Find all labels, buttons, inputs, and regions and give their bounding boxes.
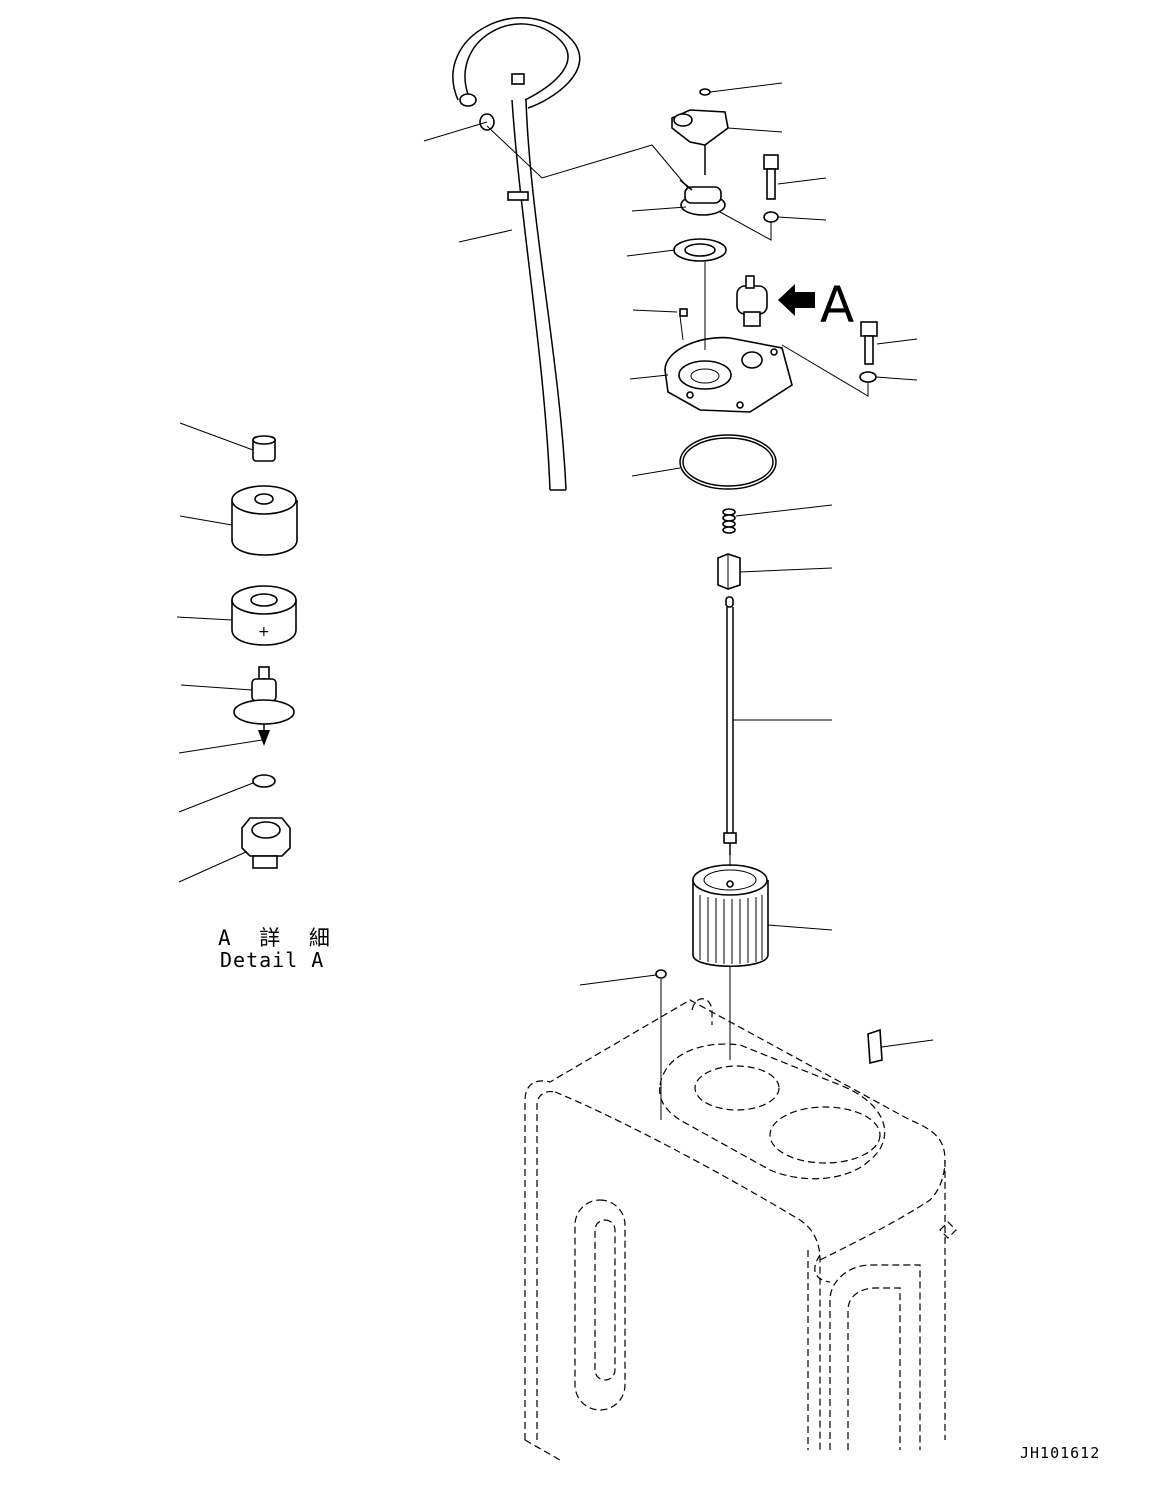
breather-cap bbox=[671, 109, 729, 175]
o-ring bbox=[679, 434, 777, 490]
detail-a-plug bbox=[252, 435, 276, 462]
detail-a-fitting bbox=[241, 817, 291, 869]
filter-rod bbox=[723, 596, 737, 855]
svg-text:+: + bbox=[258, 624, 270, 640]
bolt-top bbox=[763, 154, 779, 200]
flange-gasket bbox=[673, 238, 727, 262]
washer-top bbox=[763, 211, 779, 223]
filter-element bbox=[692, 864, 769, 967]
detail-a-valve bbox=[233, 666, 295, 746]
filter-cover-plate bbox=[664, 336, 793, 413]
label-plate bbox=[867, 1028, 883, 1065]
hex-nut bbox=[717, 553, 741, 590]
detail-a-filter: + bbox=[231, 585, 297, 646]
leader-lines bbox=[176, 82, 934, 1120]
small-square-part bbox=[679, 308, 688, 317]
tank-plug bbox=[655, 969, 667, 979]
drawing-number: JH101612 bbox=[1020, 1444, 1101, 1462]
small-seal bbox=[699, 88, 711, 96]
pressure-valve bbox=[736, 275, 768, 327]
breather-hose bbox=[452, 17, 581, 491]
breather-body bbox=[679, 179, 726, 216]
view-arrow-letter: A bbox=[820, 276, 855, 334]
hydraulic-tank bbox=[524, 998, 957, 1461]
bolt-right bbox=[860, 321, 878, 365]
washer-right bbox=[859, 371, 877, 383]
detail-a-label-jp: A 詳 細 bbox=[218, 926, 338, 950]
view-arrow bbox=[778, 284, 815, 316]
spring bbox=[722, 508, 736, 534]
detail-a-o-ring bbox=[252, 774, 276, 788]
detail-a-cap bbox=[231, 485, 298, 556]
detail-a-label-en: Detail A bbox=[220, 948, 325, 972]
